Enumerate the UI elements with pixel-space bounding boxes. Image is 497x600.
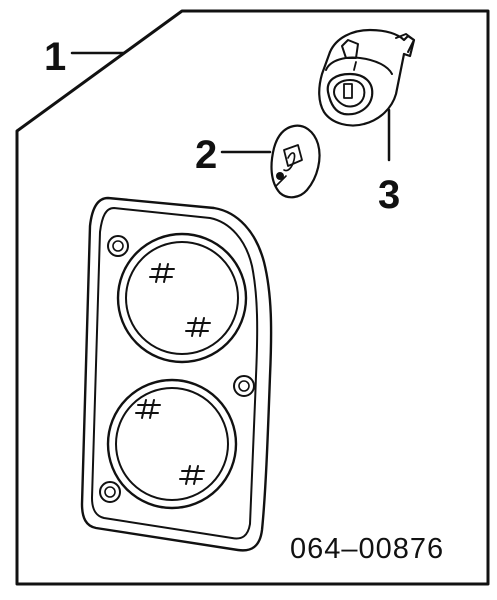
bulb-socket-icon bbox=[318, 28, 416, 127]
mounting-boss-upper bbox=[107, 235, 129, 257]
callout-3-label: 3 bbox=[378, 173, 400, 217]
part-number: 064–00876 bbox=[290, 533, 444, 565]
callout-2-label: 2 bbox=[195, 133, 217, 177]
lens-grid-icon bbox=[135, 263, 211, 485]
tail-lamp-housing-icon bbox=[80, 196, 273, 552]
diagram-frame bbox=[15, 9, 490, 586]
callout-1-label: 1 bbox=[44, 35, 66, 79]
bulb-icon bbox=[270, 124, 321, 199]
mounting-boss-lower bbox=[99, 481, 121, 503]
mounting-boss-right bbox=[233, 375, 255, 397]
